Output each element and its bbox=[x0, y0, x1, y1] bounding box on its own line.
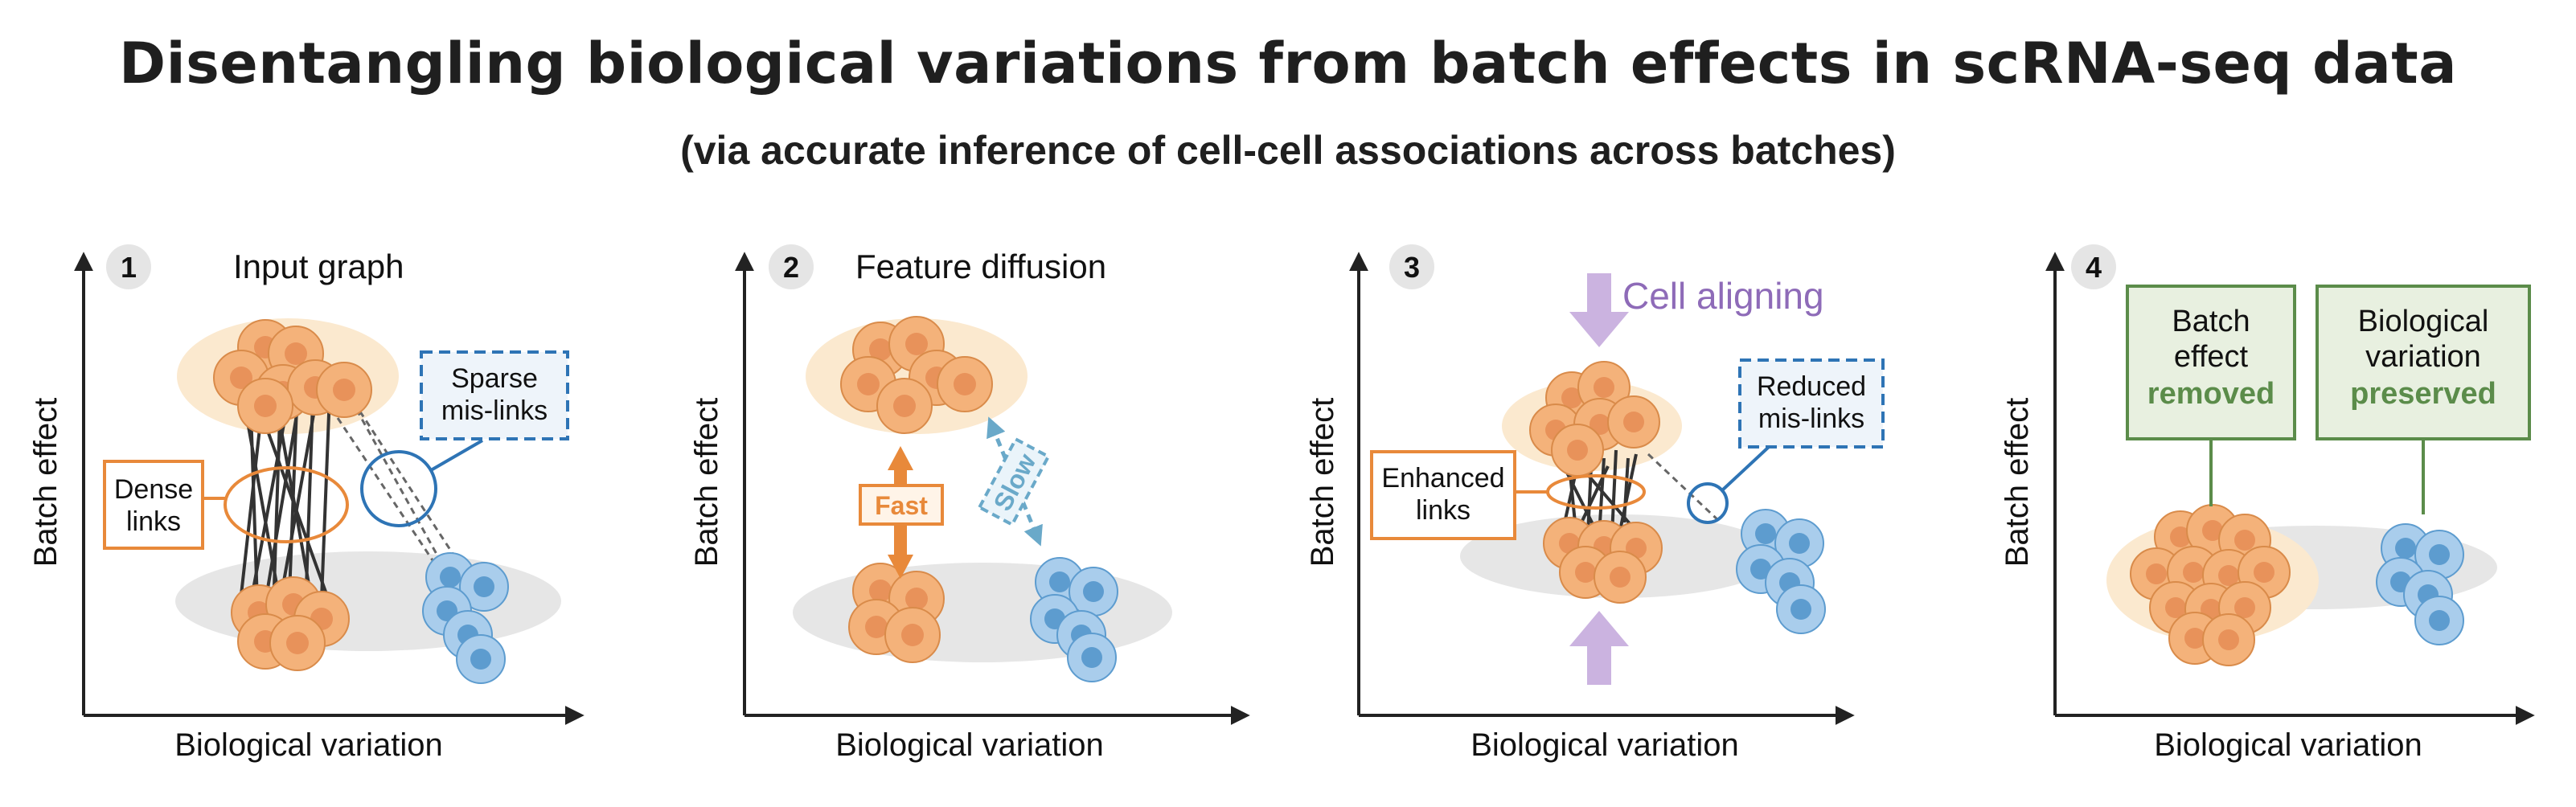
panel-number: 4 bbox=[2086, 251, 2102, 284]
gray-region bbox=[793, 563, 1172, 662]
batch-label-line: Batch bbox=[2172, 305, 2250, 338]
batch-1-cells-bottom bbox=[1543, 517, 1663, 604]
cell-blue bbox=[1067, 633, 1117, 682]
panel-number: 2 bbox=[783, 251, 799, 284]
panel-title: Input graph bbox=[233, 248, 404, 285]
x-axis-label: Biological variation bbox=[174, 727, 443, 763]
slow-label-group: Slow bbox=[977, 436, 1051, 527]
batch-2-cells bbox=[422, 552, 509, 684]
y-axis-label: Batch effect bbox=[2000, 398, 2035, 567]
reduced-mislinks-highlight bbox=[1687, 482, 1729, 524]
panel-title: Cell aligning bbox=[1622, 275, 1824, 317]
x-axis-label: Biological variation bbox=[2154, 727, 2422, 763]
cell-orange bbox=[1607, 395, 1660, 449]
panel-number: 3 bbox=[1404, 251, 1420, 284]
dense-links-box bbox=[103, 460, 204, 550]
page-subtitle: (via accurate inference of cell-cell ass… bbox=[680, 128, 1896, 173]
panel-number-badge bbox=[769, 244, 814, 289]
panel-result: Batch effect Biological variation 4 bbox=[2000, 244, 2535, 763]
panel-title: Feature diffusion bbox=[855, 248, 1106, 285]
batch-label-line: effect bbox=[2174, 340, 2249, 374]
cell-blue bbox=[1069, 567, 1118, 617]
panel-input-graph: Batch effect Biological variation 1 Inpu… bbox=[28, 244, 585, 763]
cell-blue bbox=[456, 634, 506, 684]
dense-label-line: links bbox=[126, 506, 181, 537]
cell-orange bbox=[937, 356, 993, 412]
reduced-label-line: mis-links bbox=[1758, 404, 1864, 434]
cell-blue bbox=[459, 562, 509, 612]
panel-number-badge bbox=[106, 244, 151, 289]
fast-label-box bbox=[859, 484, 944, 526]
cell-orange bbox=[237, 378, 293, 434]
cell-orange bbox=[1594, 551, 1647, 604]
cell-orange bbox=[316, 362, 372, 418]
enhanced-label-line: links bbox=[1416, 495, 1471, 526]
slow-label-box bbox=[977, 436, 1051, 527]
enhanced-label-line: Enhanced bbox=[1381, 463, 1504, 494]
reduced-mislinks-box bbox=[1738, 358, 1885, 449]
bio-label-line: Biological bbox=[2358, 305, 2489, 338]
panel-cell-aligning: Batch effect Biological variation 3 Cell… bbox=[1305, 244, 1885, 763]
batch-1-cells-bottom bbox=[848, 563, 945, 663]
align-arrow-down bbox=[1569, 273, 1629, 347]
cell-orange bbox=[884, 607, 941, 663]
panel-number-badge bbox=[1389, 244, 1434, 289]
merged-orange-cells bbox=[2130, 504, 2291, 666]
dense-links-highlight bbox=[224, 466, 349, 543]
batch-removed-box bbox=[2126, 285, 2296, 440]
fast-label: Fast bbox=[875, 491, 928, 520]
cell-blue bbox=[2414, 596, 2464, 645]
batch-label-emphasis: removed bbox=[2147, 377, 2275, 411]
page-title: Disentangling biological variations from… bbox=[119, 31, 2457, 96]
align-arrow-up bbox=[1569, 611, 1629, 685]
y-axis-label: Batch effect bbox=[689, 398, 724, 567]
y-axis-label: Batch effect bbox=[28, 398, 64, 567]
sparse-label-line: Sparse bbox=[451, 363, 538, 394]
cell-blue bbox=[1774, 518, 1824, 568]
sparse-callout-line bbox=[429, 439, 484, 472]
x-axis-label: Biological variation bbox=[835, 727, 1104, 763]
dense-label-line: Dense bbox=[114, 474, 193, 505]
batch-1-cells-top bbox=[840, 316, 993, 434]
reduced-mislink bbox=[1647, 453, 1722, 524]
y-axis-label: Batch effect bbox=[1305, 398, 1340, 567]
sparse-mislinks-box bbox=[420, 350, 569, 440]
cell-blue bbox=[2414, 530, 2464, 580]
bio-label-line: variation bbox=[2365, 340, 2481, 374]
sparse-label-line: mis-links bbox=[441, 395, 548, 426]
batch-1-cells-top bbox=[1529, 361, 1660, 477]
batch-1-cells bbox=[213, 319, 372, 671]
cell-orange bbox=[269, 615, 326, 671]
sparse-mislinks-highlight bbox=[360, 450, 437, 527]
cell-blue bbox=[1776, 584, 1826, 634]
cell-orange bbox=[876, 378, 933, 434]
blue-cells bbox=[2376, 523, 2464, 645]
bio-label-emphasis: preserved bbox=[2350, 377, 2496, 411]
x-axis-label: Biological variation bbox=[1471, 727, 1739, 763]
cell-orange bbox=[2202, 613, 2255, 666]
reduced-label-line: Reduced bbox=[1757, 371, 1866, 402]
panel-number-badge bbox=[2071, 244, 2116, 289]
batch-2-cells bbox=[1030, 557, 1118, 682]
batch-2-cells bbox=[1736, 509, 1826, 634]
enhanced-links-box bbox=[1370, 450, 1516, 540]
dense-links bbox=[240, 361, 331, 612]
cell-orange bbox=[1551, 424, 1604, 477]
bio-preserved-box bbox=[2316, 285, 2531, 440]
panel-feature-diffusion: Batch effect Biological variation 2 Feat… bbox=[689, 244, 1250, 763]
reduced-callout-line bbox=[1721, 445, 1770, 492]
panel-number: 1 bbox=[121, 251, 137, 284]
